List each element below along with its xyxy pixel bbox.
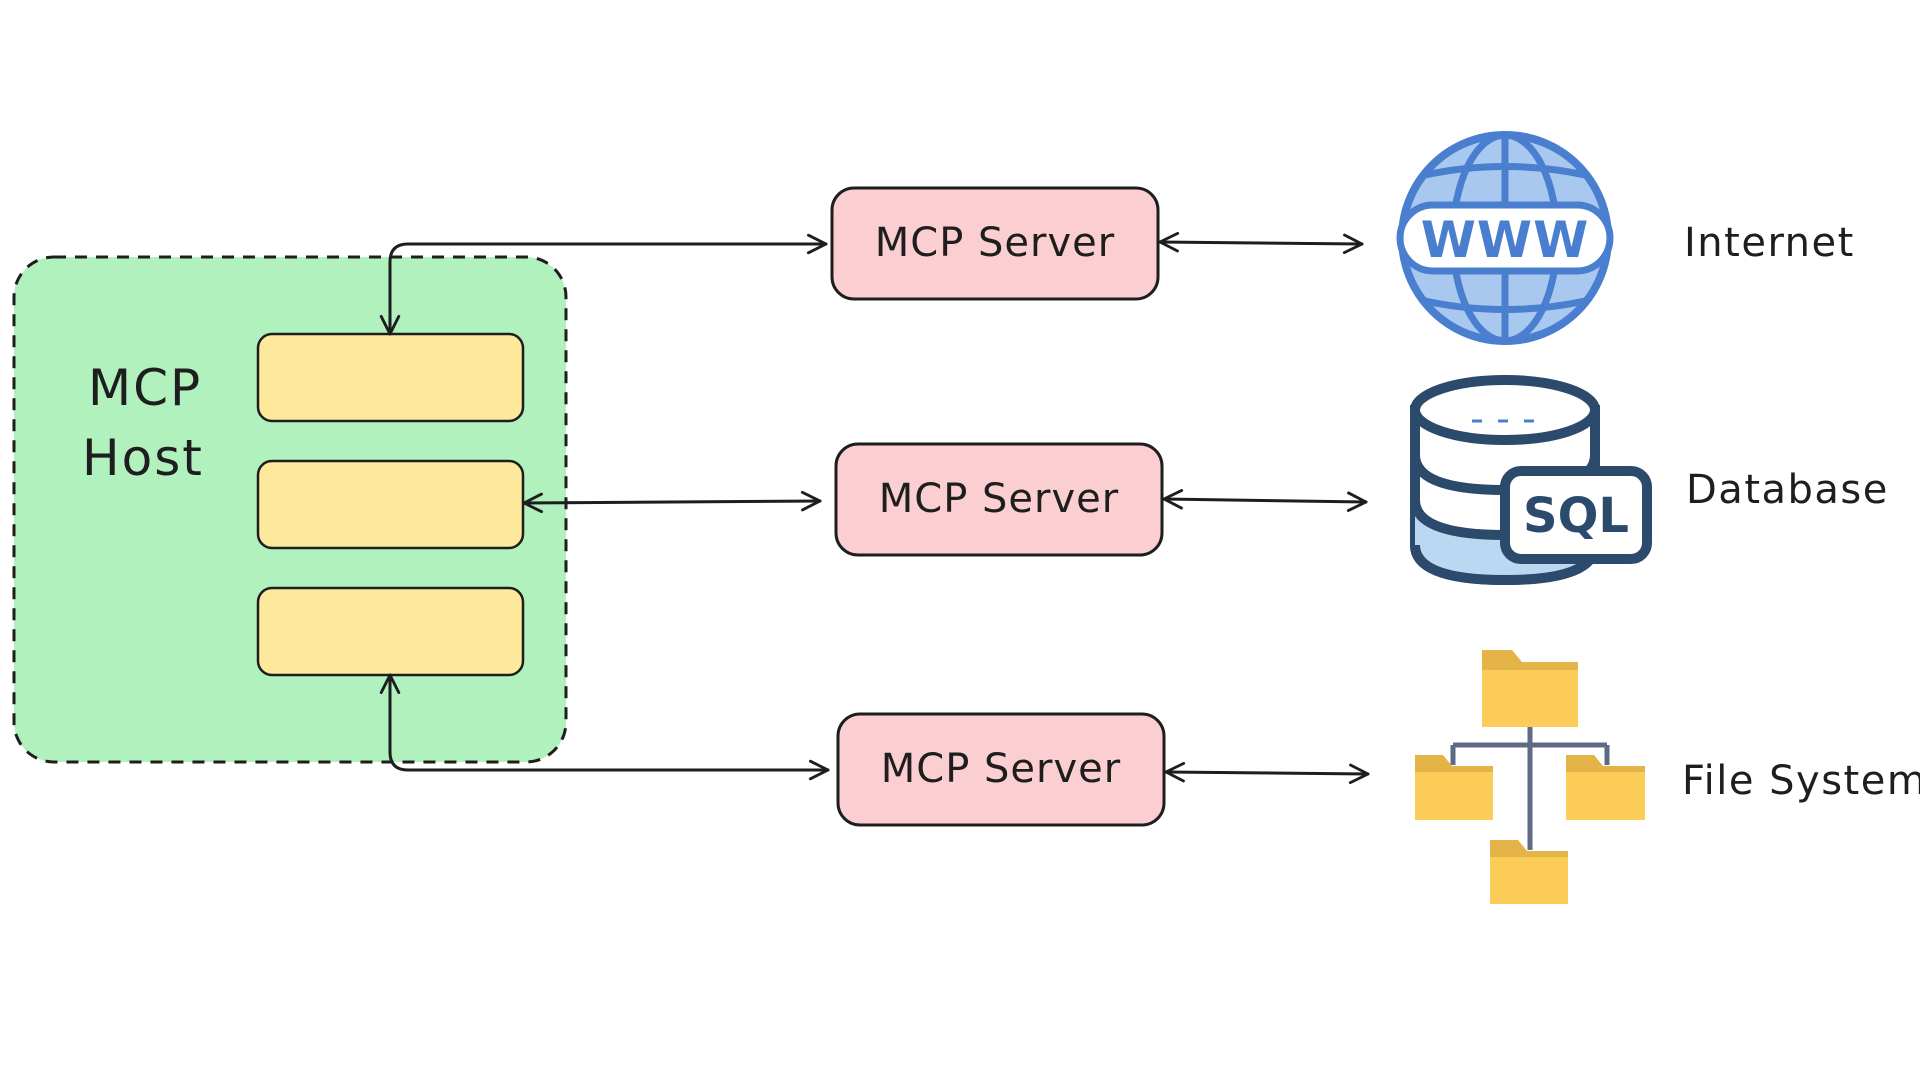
resource-label-filesystem: File System [1682,758,1920,804]
connector-server3-filesystem [1164,761,1370,785]
connector-client2-server2 [522,490,822,514]
host-server-connectors [379,233,830,781]
sql-database-icon: SQL [1410,375,1652,586]
folder-icon-top [1482,650,1578,727]
connector-server2-database [1162,489,1368,512]
server-label-2: MCP Server [879,476,1119,522]
mcp-client-2 [256,459,525,550]
connector-server1-internet [1158,231,1364,255]
mcp-server-2: MCP Server [834,442,1164,557]
mcp-client-1 [256,332,525,423]
www-icon-text: WWW [1421,211,1589,269]
mcp-host: MCP Host [12,255,568,764]
server-resource-connectors [1158,231,1370,785]
server-box-2 [834,442,1164,557]
folder-icon-left [1415,755,1493,820]
folder-icon-right [1566,755,1645,820]
host-label-line1: MCP [88,359,202,417]
sql-icon-text: SQL [1523,488,1629,544]
server-label-1: MCP Server [875,220,1115,266]
server-label-3: MCP Server [881,746,1121,792]
connector-client1-server1 [379,233,828,336]
mcp-server-3: MCP Server [836,712,1166,827]
globe-www-icon: WWW [1396,131,1614,345]
resource-label-database: Database [1686,467,1889,513]
server-box-1 [830,186,1160,301]
folder-tree-icon [1415,650,1645,904]
host-label-line2: Host [82,429,204,487]
server-box-3 [836,712,1166,827]
mcp-client-3 [256,586,525,677]
folder-icon-bottom [1490,840,1568,904]
connector-client3-server3 [379,673,830,781]
mcp-server-1: MCP Server [830,186,1160,301]
resource-label-internet: Internet [1684,220,1855,266]
